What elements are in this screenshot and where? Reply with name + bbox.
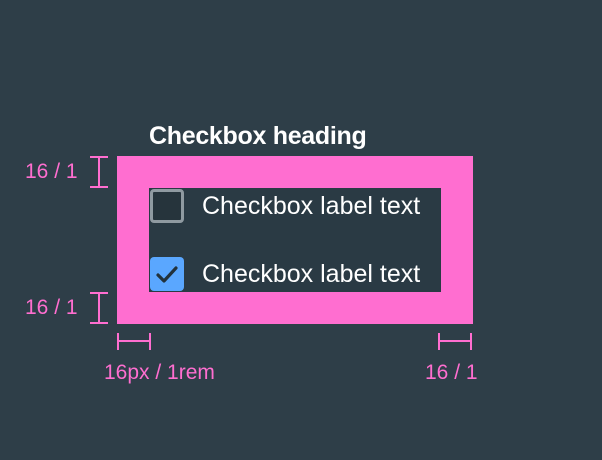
left-spacing-marker [117,333,151,350]
bottom-spacing-label: 16 / 1 [25,296,78,319]
checkbox-label: Checkbox label text [202,260,421,288]
checkbox-option-2[interactable]: Checkbox label text [149,256,441,292]
top-spacing-label: 16 / 1 [25,160,78,183]
right-spacing-marker [438,333,472,350]
checkbox-option-1[interactable]: Checkbox label text [149,188,441,224]
top-spacing-marker [90,156,108,188]
checkbox-label: Checkbox label text [202,192,421,220]
left-spacing-label: 16px / 1rem [104,361,215,384]
bottom-spacing-marker [90,292,108,324]
checkmark-icon [156,266,178,283]
checkbox-group-heading: Checkbox heading [149,122,367,150]
padding-highlight-frame: Checkbox label text Checkbox label text [117,156,473,324]
checkbox-checked[interactable] [150,257,184,291]
checkbox-unchecked[interactable] [150,189,184,223]
right-spacing-label: 16 / 1 [425,361,478,384]
checkbox-group-content: Checkbox label text Checkbox label text [149,188,441,292]
